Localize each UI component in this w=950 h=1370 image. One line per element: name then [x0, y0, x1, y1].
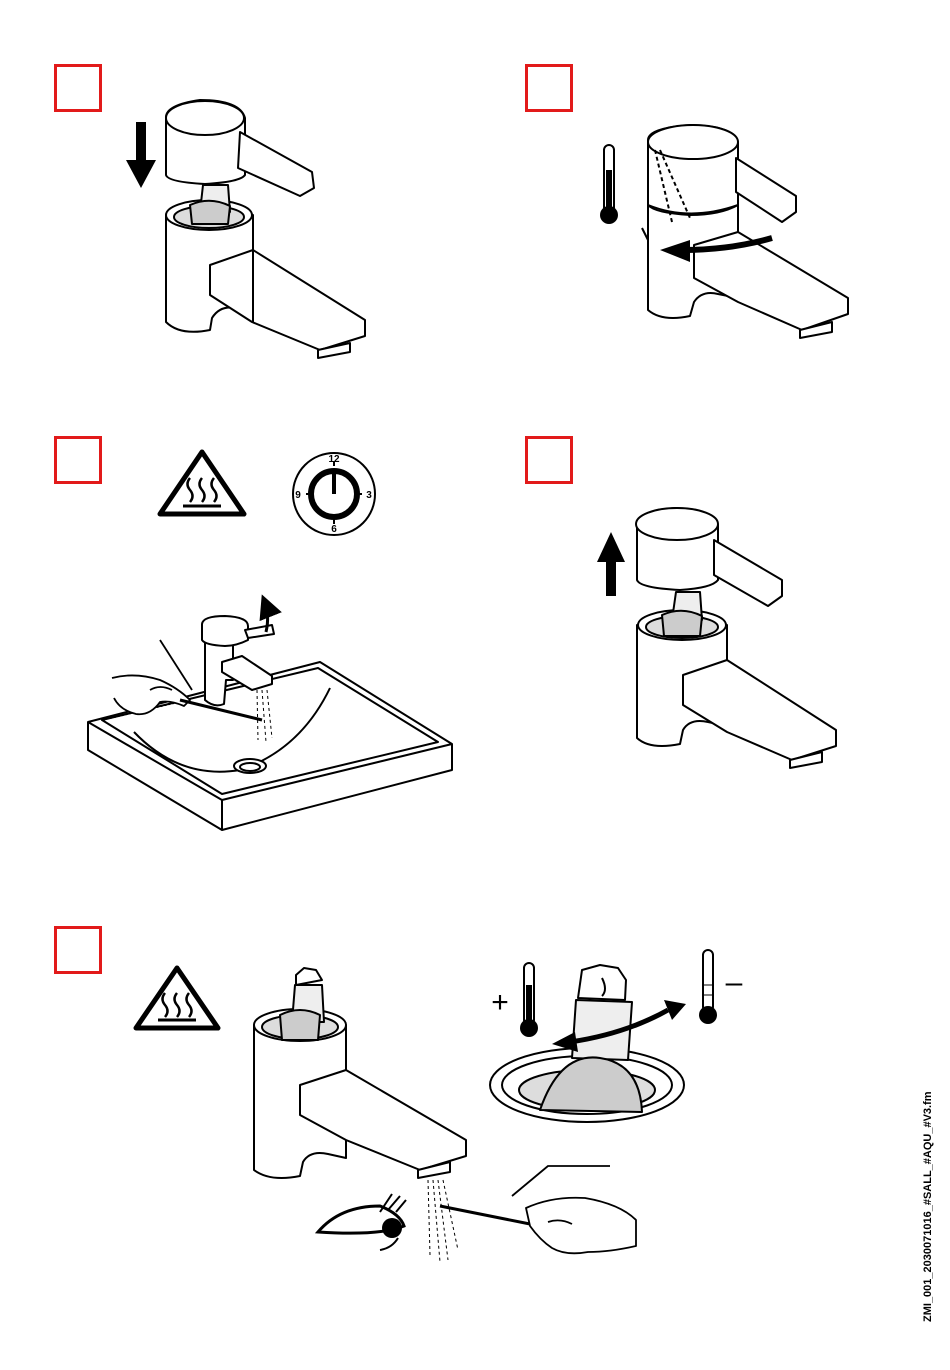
hot-surface-warning-icon-step-5: [136, 968, 218, 1028]
clock-icon: 12 3 6 9: [293, 453, 375, 535]
faucet-step-1: [166, 100, 365, 358]
eye-icon: [318, 1194, 406, 1250]
minus-sign: –: [726, 966, 743, 999]
faucet-step-4: [636, 508, 836, 768]
thermometer-cold-icon: [699, 950, 717, 1024]
arrow-down-step-1: [126, 122, 156, 188]
clock-label-6: 6: [331, 524, 337, 535]
thermometer-stick-step-5: [440, 1206, 530, 1224]
clock-label-9: 9: [295, 490, 301, 501]
cartridge-closeup: [490, 965, 684, 1122]
faucet-step-2: [642, 125, 848, 338]
hot-surface-warning-icon-step-3: [160, 452, 244, 514]
clock-label-3: 3: [366, 490, 372, 501]
document-footer-id: ZMI_001_2030071016_#SALL_#AQU_#V3.fm: [922, 1091, 934, 1322]
faucet-step-5: [254, 968, 466, 1178]
clock-label-12: 12: [328, 454, 340, 465]
hand-icon-step-3: [112, 640, 192, 714]
water-spray-step-5: [428, 1180, 458, 1262]
arrow-up-step-4: [597, 532, 625, 596]
plus-sign: +: [491, 986, 509, 1019]
hand-icon-step-5: [512, 1166, 636, 1253]
thermometer-hot-icon: [520, 963, 538, 1037]
thermometer-icon-step-2: [600, 145, 618, 224]
